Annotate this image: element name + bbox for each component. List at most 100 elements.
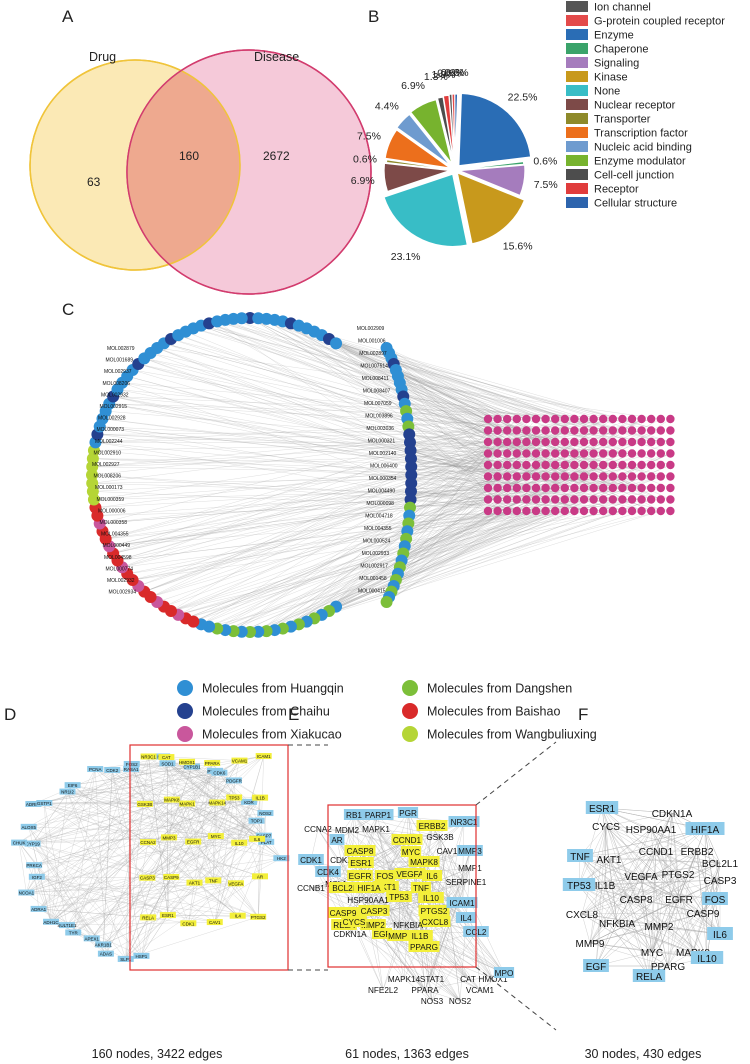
ppi-edge bbox=[44, 802, 188, 804]
ppi-node-label: AKT1 bbox=[189, 881, 201, 886]
target-node bbox=[503, 460, 512, 470]
ppi-edge bbox=[589, 942, 669, 967]
ppi-node-label: TOP1 bbox=[251, 819, 263, 824]
network-edge bbox=[99, 426, 527, 500]
ppi-edge bbox=[465, 867, 471, 883]
pie-slice-enzyme-modulator bbox=[410, 99, 452, 164]
legend-label: Transporter bbox=[594, 114, 651, 126]
ppi-edge bbox=[616, 898, 637, 924]
molecule-node bbox=[235, 312, 248, 325]
ppi-node-label: STAT1 bbox=[420, 975, 445, 984]
network-edge bbox=[233, 318, 489, 431]
ppi-node-label: NFKBIA bbox=[599, 919, 635, 930]
target-node bbox=[512, 414, 521, 424]
target-node bbox=[618, 483, 627, 493]
ppi-edge bbox=[147, 763, 168, 843]
ppi-edge bbox=[32, 835, 216, 844]
ppi-edge bbox=[36, 876, 68, 926]
network-edge bbox=[113, 441, 613, 554]
ppi-node-label: SERPINE1 bbox=[446, 878, 487, 887]
ppi-edge bbox=[50, 791, 68, 922]
ppi-edge bbox=[167, 799, 172, 916]
ppi-edge bbox=[650, 828, 679, 875]
ppi-node bbox=[400, 846, 422, 857]
ppi-edge bbox=[579, 855, 650, 977]
ppi-edge bbox=[91, 835, 216, 939]
ppi-edge bbox=[50, 772, 220, 922]
ppi-edge bbox=[589, 942, 708, 959]
legend-label: Signaling bbox=[594, 58, 639, 70]
ppi-edge bbox=[32, 843, 142, 956]
ppi-node-label: APEX1 bbox=[84, 936, 99, 941]
ppi-node-label: MAPK1 bbox=[180, 802, 196, 807]
network-edge bbox=[117, 389, 633, 489]
legend-swatch bbox=[566, 29, 588, 40]
ppi-node-label: IL6 bbox=[713, 930, 727, 941]
ppi-node bbox=[446, 897, 478, 908]
ppi-node-label: MAPK8 bbox=[164, 798, 180, 803]
ppi-node bbox=[258, 838, 275, 845]
ppi-edge bbox=[381, 933, 481, 991]
network-edge bbox=[144, 441, 537, 592]
network-edge bbox=[249, 453, 671, 633]
ppi-edge bbox=[581, 913, 694, 953]
target-node bbox=[503, 472, 512, 481]
ppi-node-label: TP53 bbox=[567, 881, 591, 892]
ppi-node-label: MAPK8 bbox=[410, 858, 438, 867]
ppi-node-label: IL10 bbox=[697, 954, 717, 965]
ppi-edge bbox=[616, 875, 642, 924]
network-edge bbox=[170, 476, 661, 612]
ppi-node-label: EIF6 bbox=[68, 783, 78, 788]
ppi-edge bbox=[44, 761, 188, 804]
ppi-node bbox=[229, 912, 246, 919]
ppi-node bbox=[329, 834, 345, 845]
ppi-node-label: VCAM1 bbox=[466, 986, 495, 995]
network-edge bbox=[266, 318, 498, 454]
ppi-node bbox=[585, 801, 619, 814]
target-node bbox=[647, 426, 656, 435]
ppi-node bbox=[159, 912, 176, 919]
network-edge bbox=[157, 347, 661, 420]
ppi-node-label: MAPK14 bbox=[388, 975, 421, 984]
ppi-node-label: AKT1 bbox=[376, 883, 397, 892]
ppi-node bbox=[371, 928, 393, 939]
ppi-node-label: CHUK bbox=[13, 841, 26, 846]
ppi-node bbox=[65, 929, 82, 936]
pie-label: 1.3% bbox=[432, 69, 456, 81]
target-node bbox=[627, 426, 637, 435]
ppi-node-label: CYCS bbox=[343, 918, 366, 927]
target-node bbox=[656, 414, 665, 424]
target-node bbox=[666, 437, 675, 447]
ppi-edge bbox=[162, 756, 258, 839]
ppi-node-label: PARP1 bbox=[365, 811, 392, 820]
legend-swatch bbox=[566, 15, 588, 26]
ppi-edge bbox=[595, 825, 607, 967]
network-edge bbox=[290, 499, 633, 627]
target-node bbox=[570, 483, 579, 493]
target-node bbox=[627, 449, 637, 458]
ppi-edge bbox=[375, 828, 433, 1002]
legend-label: Molecules from Baishao bbox=[427, 705, 560, 719]
network-edge bbox=[92, 458, 604, 489]
ppi-node bbox=[24, 840, 41, 847]
molecule-label: MOL000098 bbox=[366, 501, 394, 507]
ppi-edge bbox=[317, 828, 375, 912]
ppi-edge bbox=[589, 812, 673, 944]
target-node bbox=[599, 495, 608, 504]
ppi-edge bbox=[608, 858, 650, 977]
pie-label: 6.9% bbox=[351, 175, 375, 187]
panel-label-c: C bbox=[62, 300, 74, 319]
network-edge bbox=[328, 338, 661, 512]
target-node bbox=[531, 460, 541, 470]
ppi-edge bbox=[655, 850, 708, 959]
venn-right-only: 2672 bbox=[263, 149, 290, 163]
ppi-node-label: EGFR bbox=[349, 872, 372, 881]
ppi-node bbox=[225, 777, 242, 784]
ppi-edge bbox=[167, 763, 214, 881]
ppi-edge bbox=[105, 858, 282, 954]
ppi-d-highlight-box bbox=[129, 744, 289, 971]
target-node bbox=[493, 460, 502, 470]
ppi-edge bbox=[640, 875, 680, 900]
target-node bbox=[551, 426, 560, 435]
target-node bbox=[608, 506, 617, 516]
